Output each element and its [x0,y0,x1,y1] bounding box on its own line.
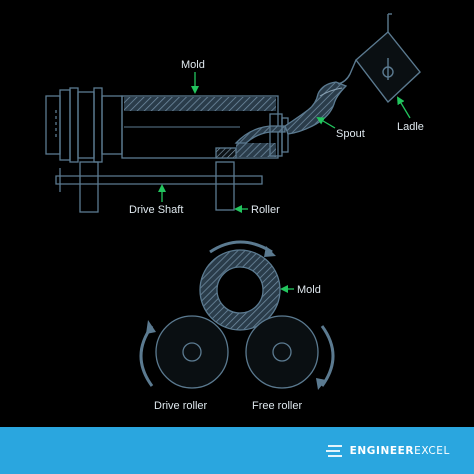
flange-plate-3 [77,91,95,159]
shaft-coupling [79,161,99,213]
ladle [337,13,421,104]
spout-arrow [316,116,336,129]
side-view [45,87,289,213]
label-ladle: Ladle [397,121,424,133]
mold-wall-top [124,97,276,111]
label-roller: Roller [251,204,280,216]
molten-metal-lining [234,125,286,144]
label-spout: Spout [336,128,365,140]
footer-bar: ENGINEEREXCEL [0,427,474,474]
flange-plate-4 [93,87,103,163]
ladle-arrow [396,96,411,119]
left-end-plate [45,95,61,155]
label-drive-shaft: Drive Shaft [129,204,184,216]
roller-support [215,161,235,211]
flange-plate-5 [101,95,123,155]
free-roller-rotation-arrow [320,325,335,387]
brand-logo: ENGINEEREXCEL [325,443,450,459]
label-free-roller: Free roller [252,400,303,412]
brand-name: ENGINEEREXCEL [349,445,450,457]
drive-roller-rotation-arrow [139,325,154,387]
spout [284,81,348,135]
centrifugal-casting-diagram [45,13,421,390]
engineerexcel-logo-icon [325,445,342,457]
free-roller [245,315,319,389]
flange-plate-1 [59,89,71,161]
drive-shaft [55,175,263,185]
label-drive-roller: Drive roller [154,400,208,412]
flange-plate-2 [69,87,79,163]
label-mold-top: Mold [181,59,205,71]
mold-wall-bottom [236,143,276,157]
callout-arrows [158,72,411,293]
label-mold-bottom: Mold [297,284,321,296]
drive-roller [155,315,229,389]
roller-block [215,147,237,159]
end-view [139,240,335,390]
